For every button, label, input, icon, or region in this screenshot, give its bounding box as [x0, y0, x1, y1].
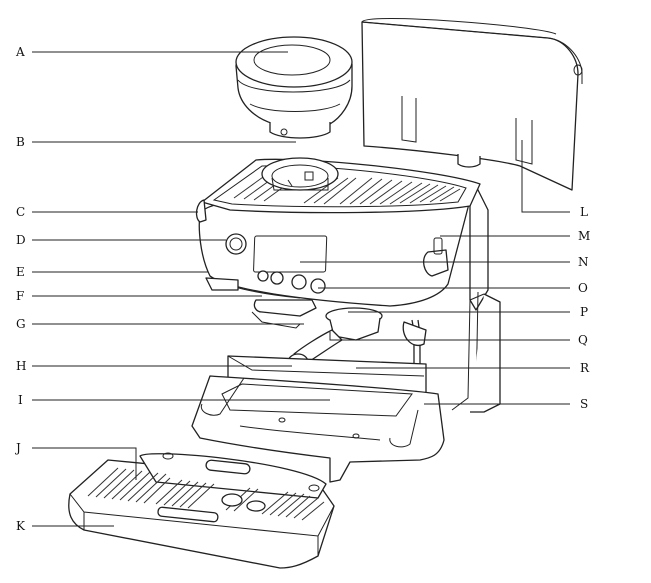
label-d: D — [16, 233, 26, 247]
label-o: O — [578, 281, 588, 295]
callout-labels: A B C D E F G H I J K L M N O P Q R S — [14, 45, 590, 533]
display-screen — [253, 235, 328, 273]
label-l: L — [580, 205, 588, 219]
callout-lines — [32, 51, 570, 527]
label-a: A — [15, 45, 25, 59]
steam-switch — [422, 237, 449, 277]
label-b: B — [16, 135, 25, 149]
portafilter-cradle — [251, 299, 317, 329]
label-k: K — [16, 519, 26, 533]
control-buttons — [257, 270, 326, 294]
label-g: G — [16, 317, 26, 331]
label-h: H — [16, 359, 26, 373]
grind-dial — [225, 233, 247, 255]
label-p: P — [580, 305, 588, 319]
label-q: Q — [578, 333, 588, 347]
water-tank — [361, 18, 583, 191]
bean-hopper — [235, 36, 353, 139]
label-r: R — [580, 361, 590, 375]
grinder-collar — [261, 157, 339, 191]
label-f: F — [16, 289, 24, 303]
label-i: I — [18, 393, 23, 407]
label-n: N — [578, 255, 589, 269]
side-knob — [195, 199, 207, 223]
label-m: M — [578, 229, 590, 243]
label-e: E — [16, 265, 25, 279]
grid-slots — [87, 467, 325, 521]
label-j: J — [14, 441, 21, 455]
drip-tray-grid — [68, 452, 335, 569]
label-s: S — [580, 397, 588, 411]
machine-body — [195, 157, 489, 311]
label-c: C — [16, 205, 25, 219]
drip-tray-base — [191, 293, 501, 483]
